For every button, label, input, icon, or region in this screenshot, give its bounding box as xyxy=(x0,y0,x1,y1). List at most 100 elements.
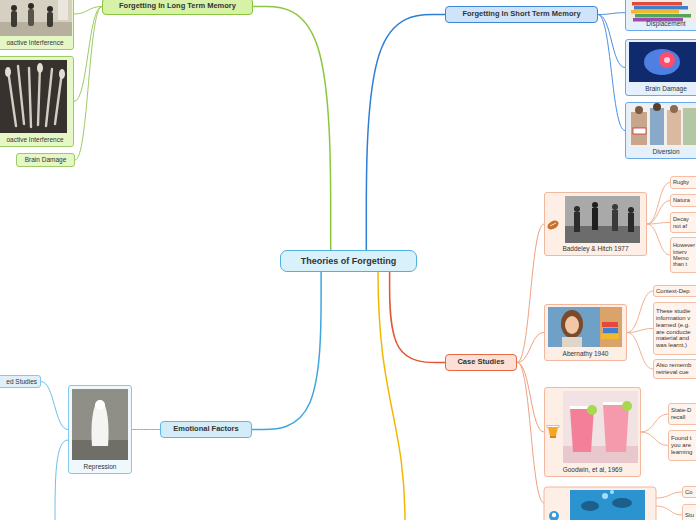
cutlery-photo xyxy=(8,70,16,126)
drinks-photo xyxy=(622,401,632,411)
proactive-photo xyxy=(0,0,72,36)
branch-line xyxy=(598,15,625,68)
people-photo xyxy=(633,128,646,134)
branch-line xyxy=(41,382,68,430)
cocktail-icon xyxy=(547,426,559,428)
branch-box: Forgetting In Long Term Memory xyxy=(102,0,253,15)
note-box: Also rememb retrieval cue xyxy=(653,359,696,379)
branch-box: Emotional Factors xyxy=(160,421,252,438)
node-text: Displacement xyxy=(646,20,685,27)
drinks-photo xyxy=(587,405,597,415)
node-text: These studie information v learned (e.g.… xyxy=(656,308,696,349)
rugby-photo xyxy=(592,208,598,230)
girl-photo xyxy=(562,337,582,347)
proactive-photo xyxy=(28,3,34,9)
node-text: However interv Memo than t xyxy=(673,242,696,268)
proactive-photo xyxy=(0,22,72,36)
books-photo xyxy=(634,6,688,10)
diver-card xyxy=(612,498,632,508)
node-text: Context-Dep xyxy=(656,288,696,295)
cocktail-icon xyxy=(547,426,559,439)
offscreen-branch xyxy=(378,272,405,520)
node-text: ed Studies xyxy=(6,378,37,385)
branch-line xyxy=(647,183,670,225)
node-text: Forgetting In Short Term Memory xyxy=(462,10,580,19)
image-card: Diversion xyxy=(625,102,696,159)
branch-line xyxy=(132,429,160,430)
node-text: Diversion xyxy=(652,148,679,155)
girl-photo xyxy=(600,307,622,347)
drinks-photo xyxy=(603,404,629,452)
branch-line xyxy=(598,15,625,131)
node-text: Stu xyxy=(685,512,696,519)
people-photo xyxy=(670,105,678,113)
branch-line xyxy=(627,291,653,333)
drinks-photo xyxy=(570,406,594,409)
node-text: oactive Interference xyxy=(6,39,63,46)
node-text: Case Studies xyxy=(457,358,504,367)
girl-photo xyxy=(565,316,579,334)
people-photo xyxy=(629,103,696,147)
branch-line xyxy=(647,224,670,255)
node-text: Forgetting In Long Term Memory xyxy=(119,2,236,11)
diver-card xyxy=(610,490,614,494)
books-photo xyxy=(629,0,696,22)
offscreen-branch xyxy=(656,506,682,515)
note-box: Co xyxy=(682,486,696,498)
rugby-photo xyxy=(565,226,640,243)
note-box: Stu xyxy=(682,504,696,520)
rugby-photo xyxy=(628,213,634,232)
image-card: Goodwin, et al, 1969 xyxy=(544,387,641,477)
image-card: Baddeley & Hitch 1977 xyxy=(544,192,647,256)
diver-card xyxy=(570,490,645,520)
rugby-ball-icon xyxy=(550,223,556,226)
node-text: Theories of Forgetting xyxy=(301,256,397,266)
proactive-photo xyxy=(28,9,34,26)
node-text: Rugby xyxy=(673,179,696,185)
books-photo xyxy=(635,14,691,18)
proactive-photo xyxy=(47,12,53,27)
branch-line xyxy=(647,223,670,225)
diver-card xyxy=(544,487,656,520)
note-box: Context-Dep xyxy=(653,285,696,297)
branch-line xyxy=(641,414,668,432)
node-text: Decay not af xyxy=(673,216,696,229)
rugby-photo xyxy=(565,196,640,243)
rugby-photo xyxy=(628,207,634,213)
diver-card xyxy=(602,493,608,499)
image-card: oactive Interference xyxy=(0,56,74,147)
branch-line xyxy=(75,7,102,161)
brain-photo xyxy=(659,52,675,68)
branch-line xyxy=(641,432,668,446)
offscreen-branch xyxy=(55,272,682,520)
cutlery-photo xyxy=(18,66,24,124)
people-photo xyxy=(629,105,696,147)
drinks-photo xyxy=(563,446,638,463)
node-text: Brain Damage xyxy=(25,156,67,163)
image-card: Brain Damage xyxy=(625,39,696,96)
branch-line xyxy=(253,7,331,251)
books-photo xyxy=(633,18,683,22)
cocktail-icon xyxy=(548,427,558,436)
branch-box: Forgetting In Short Term Memory xyxy=(445,6,598,23)
cutlery-photo xyxy=(37,63,43,73)
diver-card xyxy=(549,511,559,520)
note-box: Decay not af xyxy=(670,212,696,233)
ghost-photo xyxy=(91,400,108,446)
people-photo xyxy=(653,103,661,111)
drinks-photo xyxy=(570,408,594,452)
people-photo xyxy=(683,108,696,145)
books-photo xyxy=(632,2,682,6)
leaf-box: ed Studies xyxy=(0,375,41,388)
people-photo xyxy=(635,106,643,114)
ghost-photo xyxy=(72,389,128,460)
girl-photo xyxy=(601,334,619,339)
drinks-photo xyxy=(563,391,638,463)
cocktail-icon xyxy=(550,436,556,438)
proactive-photo xyxy=(58,0,68,20)
brain-photo xyxy=(629,42,696,82)
branch-line xyxy=(627,333,653,370)
branch-line xyxy=(517,333,544,363)
